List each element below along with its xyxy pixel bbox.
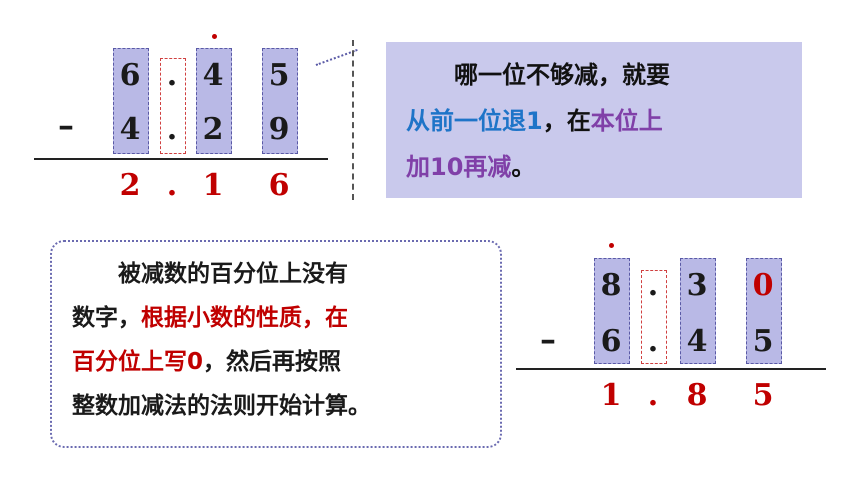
minuend-digit: 4 [202,58,224,93]
result-digit: 6 [268,168,290,203]
result-digit: 1 [600,378,622,413]
callout-purple-text: 加10再减 [406,153,512,181]
minus-sign: – [58,106,74,144]
minuend-decimal-point: . [166,58,178,93]
vertical-divider [352,40,354,200]
result-digit: 5 [752,378,774,413]
minus-sign: – [540,320,556,358]
subtrahend-digit: 4 [119,112,141,147]
decimal-point-highlight [160,58,186,154]
borrow-dot [609,243,614,248]
result-line [34,158,328,160]
minuend-digit: 3 [686,268,708,303]
note-red-text: 根据小数的性质，在 [141,305,348,331]
note-line-2: 数字，根据小数的性质，在 [72,305,348,331]
subtrahend-digit: 4 [686,324,708,359]
result-line [516,368,826,370]
minuend-decimal-point: . [647,268,659,303]
minuend-digit: 6 [119,58,141,93]
column-highlight-hundredths [746,258,782,364]
decimal-point-highlight [641,270,667,364]
result-digit: 1 [202,168,224,203]
callout-purple-text: 本位上 [590,107,663,135]
note-red-text: 百分位上写0 [72,349,204,375]
subtrahend-digit: 9 [268,112,290,147]
note-line-4: 整数加减法的法则开始计算。 [72,393,371,419]
callout-line-1: 哪一位不够减，就要 [454,61,670,89]
subtrahend-decimal-point: . [166,112,178,147]
subtrahend-digit: 6 [600,324,622,359]
note-line-1: 被减数的百分位上没有 [118,261,348,287]
minuend-added-zero: 0 [752,268,774,303]
subtrahend-digit: 5 [752,324,774,359]
result-decimal-point: . [166,168,178,203]
result-digit: 2 [119,168,141,203]
callout-line-2: 从前一位退1，在本位上 [406,107,663,135]
borrow-dot [212,34,217,39]
column-highlight-tenths [196,48,232,154]
minuend-digit: 8 [600,268,622,303]
decimal-property-note: 被减数的百分位上没有 数字，根据小数的性质，在 百分位上写0，然后再按照 整数加… [50,240,502,448]
column-highlight-ones [594,258,630,364]
subtrahend-decimal-point: . [647,324,659,359]
borrow-rule-callout: 哪一位不够减，就要 从前一位退1，在本位上 加10再减。 [386,42,802,198]
column-highlight-tenths [680,258,716,364]
callout-blue-text: 从前一位退1 [406,107,543,135]
column-highlight-hundredths [262,48,298,154]
result-decimal-point: . [647,378,659,413]
callout-line-3: 加10再减。 [406,153,536,181]
column-highlight-ones [113,48,149,154]
minuend-digit: 5 [268,58,290,93]
note-line-3: 百分位上写0，然后再按照 [72,349,342,375]
subtrahend-digit: 2 [202,112,224,147]
result-digit: 8 [686,378,708,413]
